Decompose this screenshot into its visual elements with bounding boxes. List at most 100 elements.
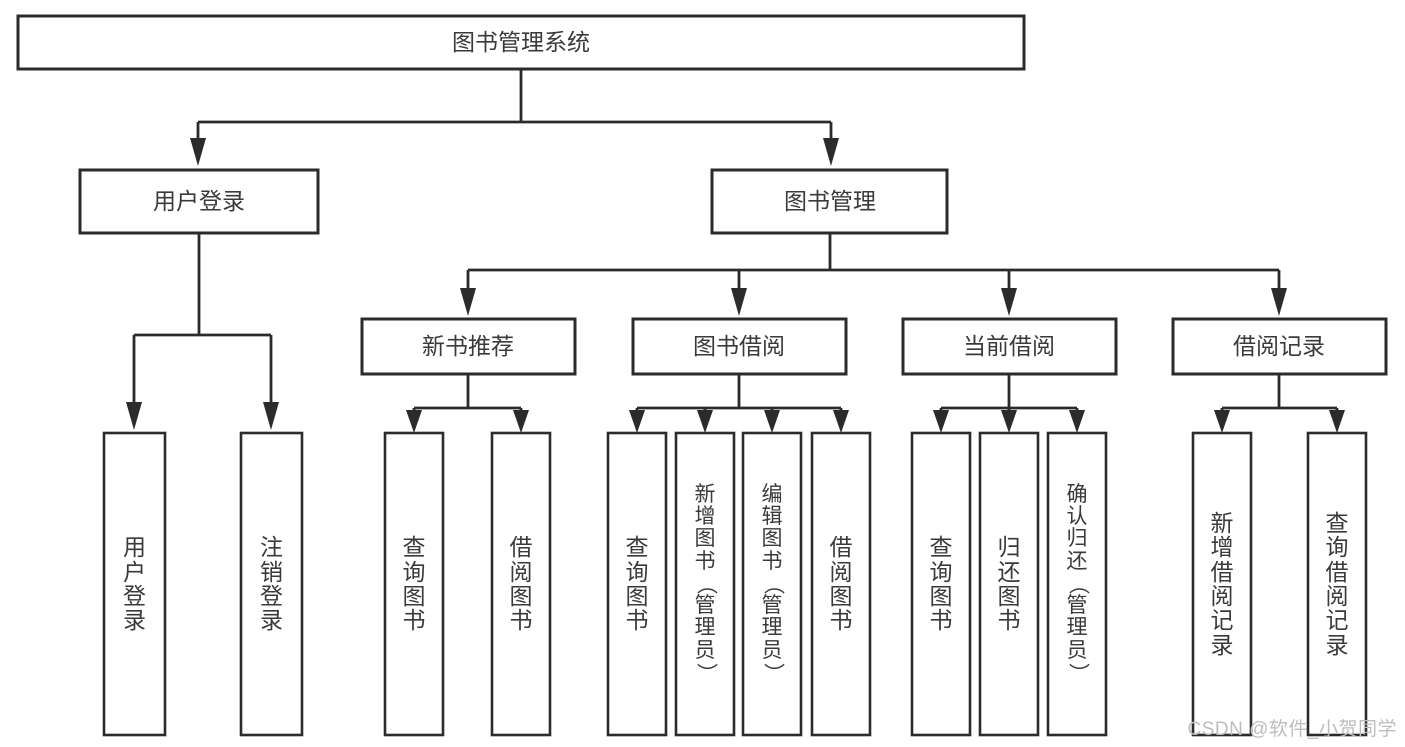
- vertical-char: 销: [260, 558, 283, 585]
- leaf-borrow-book-2-label: 借阅图书: [812, 433, 870, 735]
- vertical-char: 阅: [1325, 583, 1349, 609]
- vertical-char: 增: [694, 505, 716, 529]
- node-current-borrow: 当前借阅: [901, 317, 1118, 376]
- vertical-char: 归: [1066, 527, 1088, 551]
- vertical-char: 图: [509, 583, 533, 609]
- leaf-query-record-box: [1306, 431, 1368, 737]
- new-book-recommend-label: 新书推荐: [422, 333, 514, 359]
- vertical-char: 理: [761, 616, 783, 640]
- leaf-return-book-box: [978, 431, 1040, 737]
- vertical-char: 增: [1210, 534, 1234, 561]
- vertical-char: 图: [625, 583, 649, 609]
- leaf-return-book-label: 归还图书: [980, 433, 1038, 735]
- root-box: [16, 14, 1026, 71]
- vertical-char: 员: [694, 638, 716, 662]
- vertical-char: 书: [929, 607, 953, 634]
- vertical-char: 询: [625, 558, 649, 585]
- node-root: 图书管理系统: [16, 14, 1026, 71]
- vertical-char: 查: [1325, 509, 1349, 536]
- vertical-char: 书: [509, 607, 533, 634]
- vertical-char: 登: [260, 583, 283, 609]
- vertical-char: 书: [997, 607, 1021, 634]
- leaf-query-book-2-box: [606, 431, 668, 737]
- vertical-char: 书: [761, 549, 783, 573]
- arrowhead-leaf-logout: [263, 402, 279, 430]
- vertical-char: 记: [1210, 607, 1234, 634]
- arrowhead-book-management: [823, 138, 839, 166]
- current-borrow-label: 当前借阅: [963, 333, 1055, 359]
- vertical-char: 阅: [1210, 583, 1234, 609]
- arrowhead-borrow-record: [1271, 288, 1287, 316]
- vertical-char: 辑: [761, 505, 783, 529]
- arrowhead-leaf-borrow-book-2: [833, 410, 849, 433]
- vertical-char: （: [694, 573, 718, 595]
- book-management-label: 图书管理: [784, 188, 876, 214]
- leaf-query-book-2-label: 查询图书: [608, 433, 666, 735]
- connector-book-borrow-to-leaves: [629, 374, 849, 433]
- arrowhead-leaf-borrow-book-1: [513, 410, 529, 433]
- vertical-char: 录: [123, 607, 146, 634]
- vertical-char: 阅: [829, 558, 853, 585]
- leaf-edit-book-label: 编辑图书（管理员）: [743, 433, 801, 735]
- vertical-char: 认: [1066, 505, 1088, 529]
- leaf-add-book-label: 新增图书（管理员）: [676, 433, 734, 735]
- vertical-char: 录: [260, 607, 283, 634]
- vertical-char: 阅: [509, 558, 533, 585]
- borrow-record-label: 借阅记录: [1233, 333, 1325, 359]
- arrowhead-user-login: [190, 138, 206, 166]
- user-login-label: 用户登录: [153, 188, 245, 214]
- vertical-char: ）: [761, 662, 785, 684]
- arrowhead-current-borrow: [1001, 288, 1017, 316]
- vertical-char: 询: [402, 558, 426, 585]
- new-book-recommend-box: [360, 317, 577, 376]
- arrowhead-leaf-confirm-return: [1069, 410, 1085, 433]
- connector-book-management-to-level2: [460, 233, 1287, 316]
- vertical-char: 借: [509, 534, 533, 561]
- vertical-char: 图: [761, 527, 783, 551]
- current-borrow-box: [901, 317, 1118, 376]
- vertical-char: 查: [625, 534, 649, 561]
- vertical-char: 归: [997, 534, 1021, 561]
- leaf-add-book-box: [674, 431, 736, 737]
- vertical-char: 理: [694, 616, 716, 640]
- leaf-query-book-3-label: 查询图书: [912, 433, 970, 735]
- vertical-char: 图: [997, 583, 1021, 609]
- arrowhead-book-borrow: [731, 288, 747, 316]
- vertical-char: 图: [402, 583, 426, 609]
- vertical-char: 新: [1210, 509, 1234, 536]
- vertical-char: 图: [694, 527, 716, 551]
- vertical-char: 记: [1325, 607, 1349, 634]
- vertical-char: （: [761, 573, 785, 595]
- leaf-add-record-box: [1191, 431, 1253, 737]
- vertical-char: 管: [1066, 594, 1088, 618]
- vertical-char: 图: [829, 583, 853, 609]
- leaf-query-record-label: 查询借阅记录: [1308, 433, 1366, 735]
- arrowhead-leaf-add-book: [697, 410, 713, 433]
- book-borrow-label: 图书借阅: [693, 333, 785, 359]
- vertical-char: 还: [1066, 549, 1088, 573]
- vertical-char: 查: [929, 534, 953, 561]
- arrowhead-leaf-query-record: [1329, 410, 1345, 433]
- vertical-char: ）: [694, 662, 718, 684]
- leaf-user-login-box: [102, 431, 167, 737]
- leaf-borrow-book-2-box: [810, 431, 872, 737]
- vertical-char: 借: [1325, 558, 1349, 585]
- vertical-char: 员: [1066, 638, 1088, 662]
- vertical-char: 书: [402, 607, 426, 634]
- arrowhead-leaf-query-book-3: [933, 410, 949, 433]
- vertical-char: 询: [929, 558, 953, 585]
- arrowhead-leaf-add-record: [1214, 410, 1230, 433]
- node-book-borrow: 图书借阅: [631, 317, 848, 376]
- arrowhead-leaf-query-book-2: [629, 410, 645, 433]
- vertical-char: 管: [694, 594, 716, 618]
- vertical-char: 新: [694, 482, 716, 506]
- vertical-char: 询: [1325, 534, 1349, 561]
- connector-current-borrow-to-leaves: [933, 374, 1085, 433]
- vertical-char: 理: [1066, 616, 1088, 640]
- vertical-char: 还: [997, 558, 1021, 585]
- arrowhead-leaf-return-book: [1001, 410, 1017, 433]
- leaf-logout-box: [239, 431, 304, 737]
- vertical-char: 注: [260, 534, 283, 561]
